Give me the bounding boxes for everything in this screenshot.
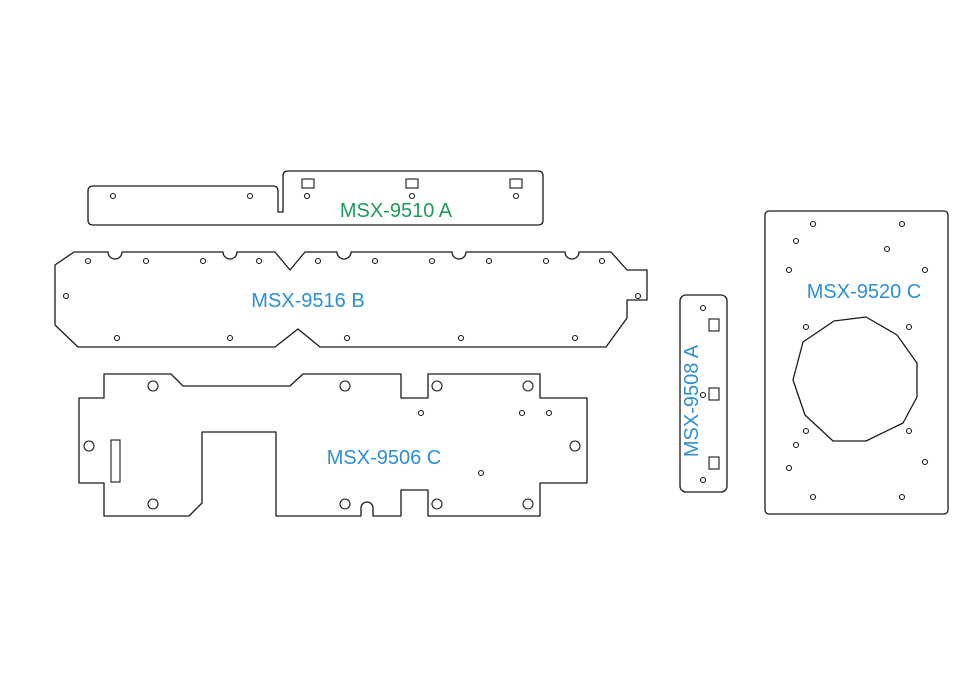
mounting-hole (571, 334, 579, 342)
mounting-hole (113, 334, 121, 342)
mounting-hole (343, 334, 351, 342)
mounting-hole (792, 237, 800, 245)
mounting-hole (785, 266, 793, 274)
mounting-hole (417, 409, 425, 417)
square-slot (405, 178, 419, 189)
mounting-hole (802, 427, 810, 435)
large-hole (431, 380, 443, 392)
large-hole (569, 440, 581, 452)
mounting-hole (802, 323, 810, 331)
large-hole (522, 498, 534, 510)
speaker-cutout (792, 316, 918, 442)
mounting-hole (699, 476, 707, 484)
mounting-hole (898, 220, 906, 228)
mounting-hole (921, 458, 929, 466)
mounting-hole (485, 257, 493, 265)
mounting-hole (545, 409, 553, 417)
large-hole (339, 380, 351, 392)
mounting-hole (598, 257, 606, 265)
mounting-hole (785, 464, 793, 472)
mounting-hole (699, 391, 707, 399)
mounting-hole (905, 427, 913, 435)
mounting-hole (699, 304, 707, 312)
large-hole (147, 498, 159, 510)
mounting-hole (246, 192, 254, 200)
mounting-hole (634, 292, 642, 300)
mounting-hole (428, 257, 436, 265)
mounting-hole (109, 192, 117, 200)
part-outline (764, 210, 949, 515)
mounting-hole (457, 334, 465, 342)
mounting-hole (905, 323, 913, 331)
part-outline (54, 251, 648, 348)
mounting-hole (408, 192, 416, 200)
part-msx-9520-c: MSX-9520 C (764, 210, 949, 515)
large-hole (522, 380, 534, 392)
part-outline (87, 170, 544, 226)
large-hole (147, 380, 159, 392)
mounting-hole (809, 220, 817, 228)
part-outline (679, 294, 728, 493)
part-msx-9508-a: MSX-9508 A (679, 294, 728, 493)
mounting-hole (542, 257, 550, 265)
mounting-hole (792, 441, 800, 449)
mounting-hole (62, 292, 70, 300)
mounting-hole (921, 266, 929, 274)
part-outline (78, 373, 588, 517)
square-slot (708, 456, 720, 470)
part-label: MSX-9516 B (251, 290, 364, 312)
mounting-hole (314, 257, 322, 265)
square-slot (708, 387, 720, 401)
part-label: MSX-9508 A (681, 344, 703, 457)
mounting-hole (898, 493, 906, 501)
part-msx-9510-a: MSX-9510 A (87, 170, 544, 226)
part-label: MSX-9506 C (327, 447, 442, 469)
vertical-slot (110, 439, 121, 483)
part-label: MSX-9510 A (340, 200, 453, 222)
mounting-hole (809, 493, 817, 501)
part-label: MSX-9520 C (807, 281, 922, 303)
mounting-hole (303, 192, 311, 200)
mounting-hole (371, 257, 379, 265)
large-hole (339, 498, 351, 510)
mounting-hole (255, 257, 263, 265)
mounting-hole (142, 257, 150, 265)
mounting-hole (883, 245, 891, 253)
large-hole (431, 498, 443, 510)
mounting-hole (518, 409, 526, 417)
square-slot (708, 318, 720, 332)
mounting-hole (226, 334, 234, 342)
mounting-hole (84, 257, 92, 265)
part-msx-9506-c: MSX-9506 C (78, 373, 588, 517)
mounting-hole (199, 257, 207, 265)
square-slot (509, 178, 523, 189)
square-slot (301, 178, 315, 189)
mounting-hole (477, 469, 485, 477)
part-msx-9516-b: MSX-9516 B (54, 251, 648, 348)
mounting-hole (512, 192, 520, 200)
large-hole (83, 440, 95, 452)
